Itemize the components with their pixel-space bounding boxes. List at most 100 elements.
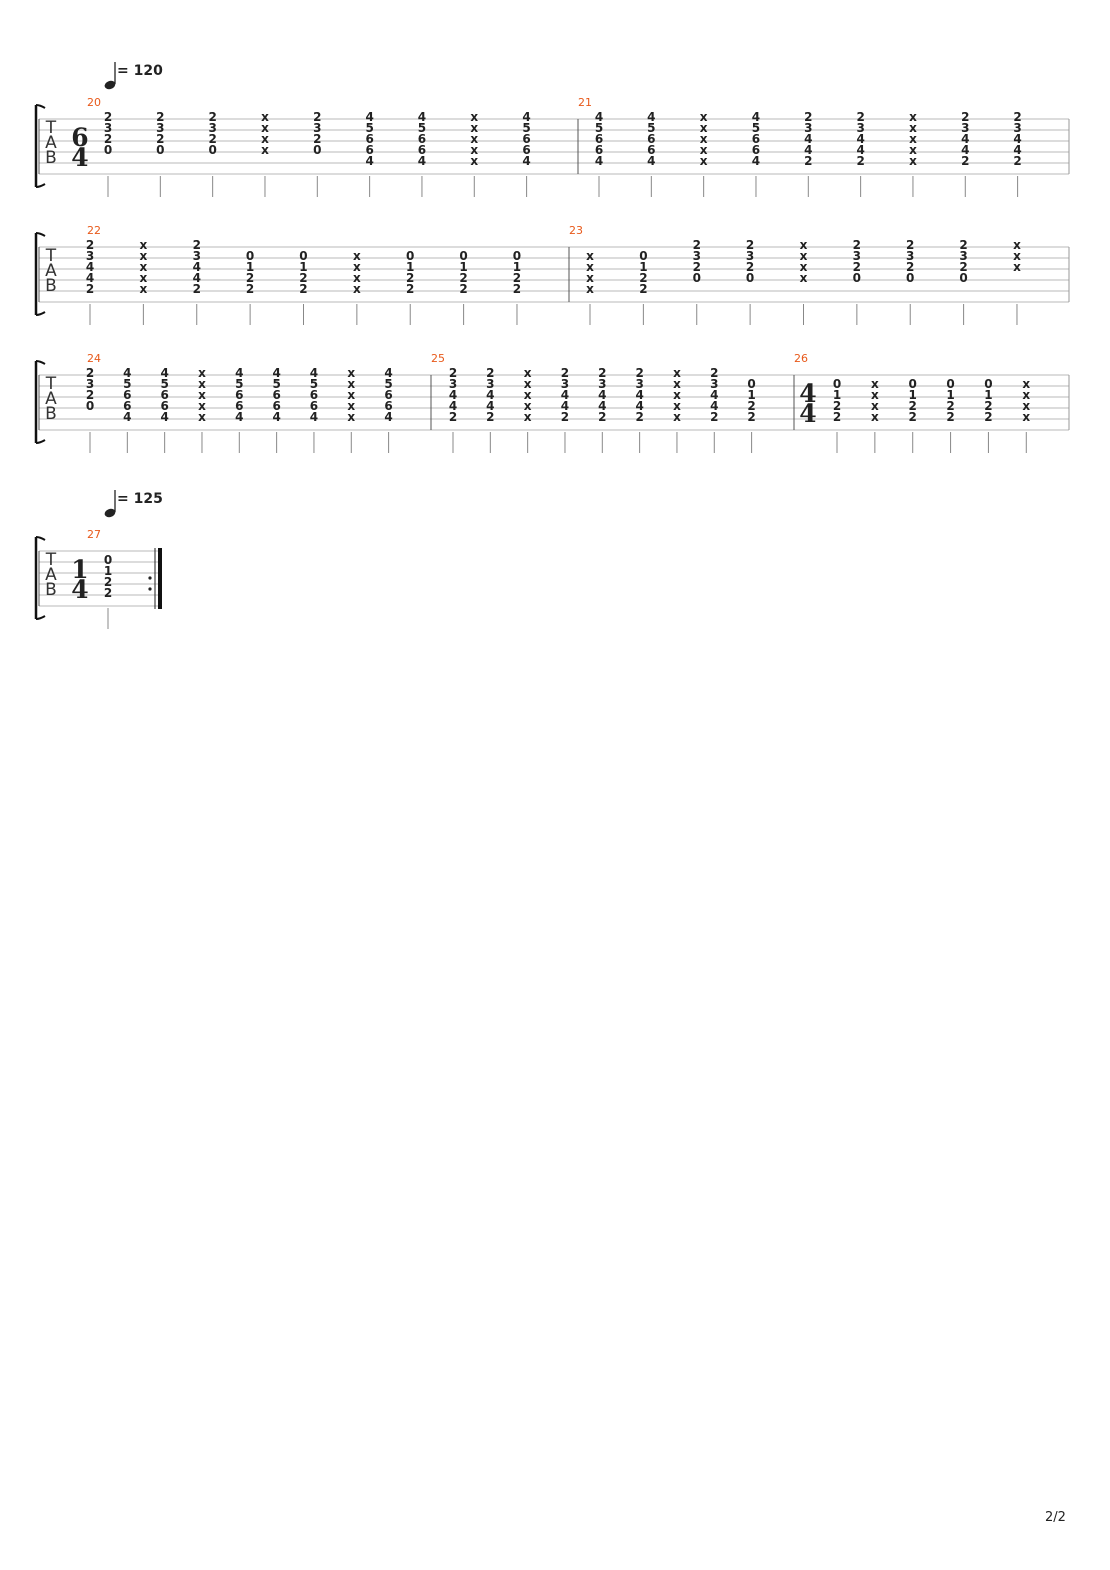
fret-number: 4 (449, 399, 457, 413)
fret-number: 2 (693, 238, 701, 252)
fret-number: 0 (246, 249, 254, 263)
fret-number: 4 (384, 410, 392, 424)
fret-number: 3 (961, 121, 969, 135)
fret-number: 6 (272, 399, 280, 413)
fret-number: 2 (598, 366, 606, 380)
fret-number: 0 (746, 271, 754, 285)
fret-number: x (139, 260, 147, 274)
fret-number: x (198, 388, 206, 402)
fret-number: 2 (406, 282, 414, 296)
fret-number: 4 (804, 132, 812, 146)
tab-clef-letter: T (45, 374, 57, 394)
time-signature-top: 6 (71, 123, 88, 152)
fret-number: 2 (486, 366, 494, 380)
fret-number: 2 (853, 238, 861, 252)
fret-number: 4 (160, 410, 168, 424)
fret-number: x (524, 366, 532, 380)
fret-number: x (353, 249, 361, 263)
fret-number: 2 (449, 366, 457, 380)
fret-number: 2 (86, 282, 94, 296)
fret-number: 4 (418, 110, 426, 124)
tab-clef-letter: T (45, 246, 57, 266)
fret-number: 1 (406, 260, 414, 274)
fret-number: 0 (833, 377, 841, 391)
fret-number: x (353, 260, 361, 274)
fret-number: 2 (833, 399, 841, 413)
fret-number: x (700, 132, 708, 146)
quarter-note-icon (104, 508, 116, 518)
fret-number: x (1022, 377, 1030, 391)
fret-number: 3 (86, 249, 94, 263)
fret-number: 2 (193, 238, 201, 252)
fret-number: 0 (906, 271, 914, 285)
fret-number: x (347, 410, 355, 424)
fret-number: 3 (156, 121, 164, 135)
fret-number: x (347, 399, 355, 413)
measure-number: 22 (87, 224, 101, 237)
fret-number: 2 (639, 282, 647, 296)
fret-number: 3 (313, 121, 321, 135)
fret-number: 3 (104, 121, 112, 135)
fret-number: 4 (86, 271, 94, 285)
fret-number: 2 (208, 110, 216, 124)
fret-number: 2 (856, 154, 864, 168)
fret-number: x (198, 366, 206, 380)
fret-number: 2 (208, 132, 216, 146)
fret-number: 5 (272, 377, 280, 391)
fret-number: 2 (833, 410, 841, 424)
fret-number: x (700, 143, 708, 157)
fret-number: 2 (313, 132, 321, 146)
measure-number: 24 (87, 352, 101, 365)
fret-number: 2 (246, 271, 254, 285)
end-barline-thick (158, 548, 162, 609)
fret-number: 2 (984, 410, 992, 424)
fret-number: x (673, 410, 681, 424)
fret-number: 4 (752, 110, 760, 124)
tab-clef-letter: T (45, 118, 57, 138)
fret-number: 2 (1013, 154, 1021, 168)
fret-number: 2 (984, 399, 992, 413)
fret-number: 4 (598, 399, 606, 413)
fret-number: 2 (747, 410, 755, 424)
fret-number: 6 (365, 143, 373, 157)
fret-number: x (909, 154, 917, 168)
bracket-top-hook (35, 536, 46, 541)
tab-clef-letter: B (45, 580, 57, 600)
fret-number: 4 (235, 366, 243, 380)
fret-number: x (198, 377, 206, 391)
fret-number: 2 (853, 260, 861, 274)
fret-number: 6 (310, 399, 318, 413)
fret-number: 4 (1013, 143, 1021, 157)
fret-number: 2 (909, 399, 917, 413)
fret-number: x (700, 121, 708, 135)
time-signature-top: 1 (71, 555, 88, 584)
fret-number: 1 (299, 260, 307, 274)
fret-number: x (524, 410, 532, 424)
fret-number: x (673, 399, 681, 413)
fret-number: 6 (272, 388, 280, 402)
fret-number: x (139, 282, 147, 296)
fret-number: x (353, 271, 361, 285)
fret-number: x (524, 377, 532, 391)
fret-number: 4 (710, 399, 718, 413)
fret-number: 2 (156, 132, 164, 146)
fret-number: 2 (909, 410, 917, 424)
fret-number: 2 (946, 399, 954, 413)
fret-number: 2 (86, 238, 94, 252)
fret-number: 2 (104, 132, 112, 146)
fret-number: 4 (561, 399, 569, 413)
fret-number: x (261, 143, 269, 157)
fret-number: 4 (595, 154, 603, 168)
fret-number: x (347, 388, 355, 402)
fret-number: 1 (747, 388, 755, 402)
fret-number: 2 (561, 410, 569, 424)
fret-number: 2 (710, 366, 718, 380)
bracket-bottom-hook (35, 311, 46, 316)
tab-clef-letter: A (45, 133, 57, 153)
measure-number: 21 (578, 96, 592, 109)
fret-number: 0 (959, 271, 967, 285)
fret-number: 2 (946, 410, 954, 424)
bracket-top-hook (35, 104, 46, 109)
fret-number: 2 (561, 366, 569, 380)
fret-number: 6 (418, 143, 426, 157)
